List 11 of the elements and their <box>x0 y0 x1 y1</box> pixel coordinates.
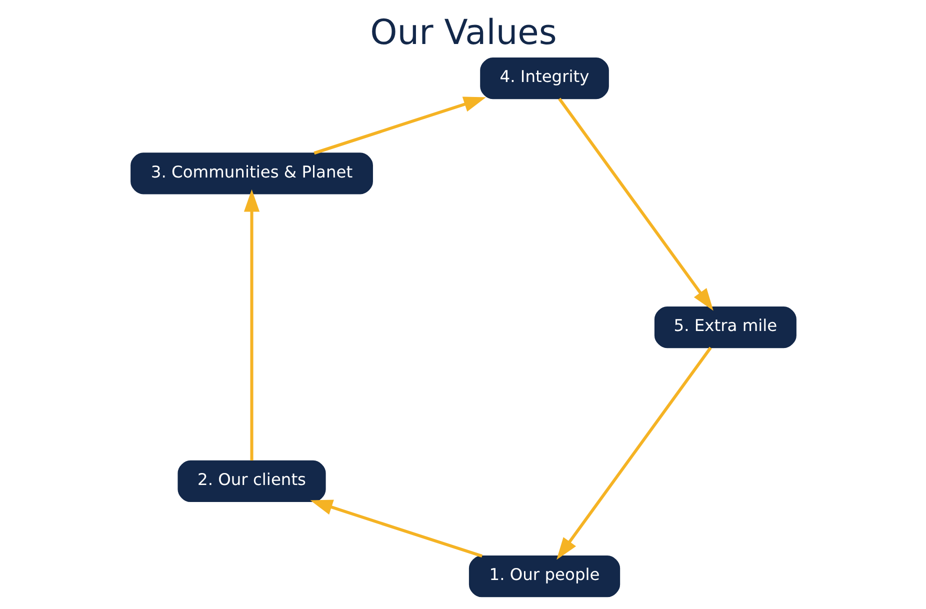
node-box: 1. Our people <box>468 556 620 598</box>
node-box: 4. Integrity <box>480 58 608 100</box>
node-box: 3. Communities & Planet <box>130 152 372 194</box>
diagram-title: Our Values <box>370 13 556 54</box>
arrow <box>313 96 486 155</box>
arrow <box>243 189 260 461</box>
node-box: 5. Extra mile <box>654 306 796 348</box>
arrow <box>556 346 712 560</box>
arrow <box>558 98 713 311</box>
node-box: 2. Our clients <box>177 460 326 502</box>
arrow <box>310 500 482 558</box>
